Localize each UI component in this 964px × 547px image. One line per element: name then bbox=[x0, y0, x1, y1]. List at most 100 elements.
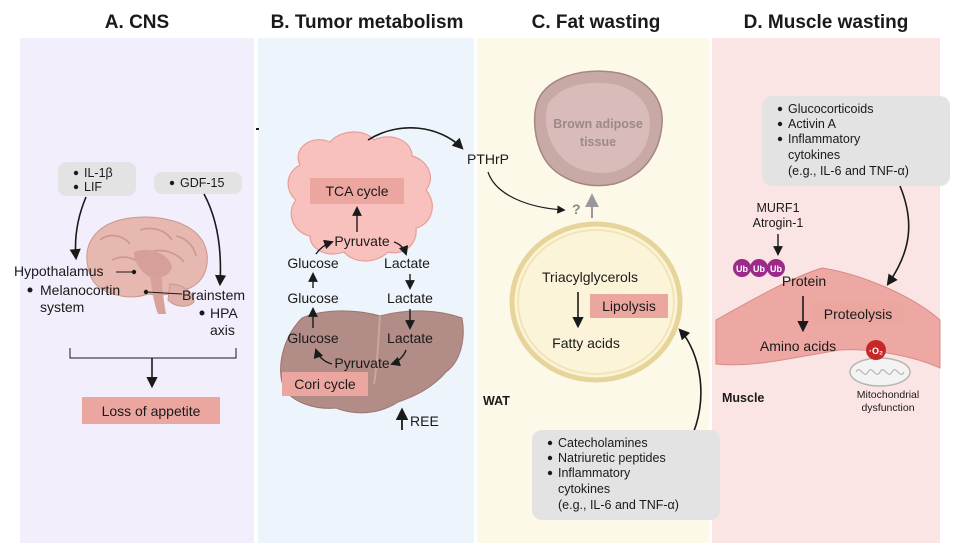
label-brown-adipose: Brown adipose bbox=[553, 117, 643, 131]
label-pyruvate-bottom: Pyruvate bbox=[334, 355, 389, 371]
label-murf1: MURF1 bbox=[756, 201, 799, 215]
loss-of-appetite-box bbox=[82, 397, 220, 424]
label-pyruvate-top: Pyruvate bbox=[334, 233, 389, 249]
bullet-dot bbox=[73, 184, 79, 190]
label-fatty-acids: Fatty acids bbox=[552, 335, 620, 351]
bullet-dot bbox=[27, 287, 33, 293]
fat-callout-natriuretic: Natriuretic peptides bbox=[558, 451, 666, 465]
tca-cycle-box bbox=[310, 178, 404, 204]
muscle-callout-activin: Activin A bbox=[788, 117, 837, 131]
fat-callout-cytokines: cytokines bbox=[558, 482, 610, 496]
mitochondrion-icon bbox=[849, 357, 911, 387]
label-muscle: Muscle bbox=[722, 391, 764, 405]
brown-adipose-inner bbox=[546, 82, 650, 173]
label-glucose-bottom: Glucose bbox=[287, 330, 339, 346]
muscle-callout-example: (e.g., IL-6 and TNF-α) bbox=[788, 164, 909, 178]
muscle-callout-glucocorticoids: Glucocorticoids bbox=[788, 102, 873, 116]
label-tca-cycle: TCA cycle bbox=[325, 183, 388, 199]
muscle-callout-box bbox=[762, 96, 950, 186]
lipolysis-box bbox=[590, 294, 668, 318]
proteolysis-box bbox=[812, 302, 904, 326]
bullet-dot bbox=[777, 136, 783, 142]
label-brainstem: Brainstem bbox=[182, 287, 245, 303]
label-glucose-mid: Glucose bbox=[287, 290, 339, 306]
bullet-dot bbox=[777, 121, 783, 127]
label-hpa: HPA bbox=[210, 305, 238, 321]
merge-bracket bbox=[69, 348, 237, 359]
arrow-cue-to-hypothalamus bbox=[69, 196, 87, 261]
label-hpa-axis: axis bbox=[210, 322, 235, 338]
label-triacylglycerols: Triacylglycerols bbox=[542, 269, 638, 285]
superoxide-icon bbox=[866, 340, 886, 360]
muscle-callout-cytokines: cytokines bbox=[788, 148, 840, 162]
bullet-dot bbox=[73, 170, 79, 176]
label-lipolysis: Lipolysis bbox=[602, 298, 656, 314]
ub-label: Ub bbox=[736, 264, 748, 274]
label-mito-1: Mitochondrial bbox=[857, 389, 919, 401]
fat-callout-inflammatory: Inflammatory bbox=[558, 466, 631, 480]
label-atrogin1: Atrogin-1 bbox=[753, 216, 804, 230]
label-wat: WAT bbox=[483, 394, 510, 408]
label-hypothalamus: Hypothalamus bbox=[14, 263, 104, 279]
label-amino-acids: Amino acids bbox=[760, 338, 836, 354]
tumor-panel bbox=[258, 38, 474, 543]
label-glucose-top: Glucose bbox=[287, 255, 339, 271]
ub-icon bbox=[733, 259, 751, 277]
label-mito-2: dysfunction bbox=[861, 402, 914, 414]
ubiquitin-chain: Ub Ub Ub bbox=[733, 259, 785, 277]
label-lactate-mid: Lactate bbox=[387, 290, 433, 306]
bullet-dot bbox=[169, 180, 175, 186]
fat-callout-catecholamines: Catecholamines bbox=[558, 436, 648, 450]
leader-dot bbox=[143, 289, 149, 295]
arrow-cue-to-brainstem bbox=[203, 193, 227, 287]
muscle-callout-inflammatory: Inflammatory bbox=[788, 132, 861, 146]
arrow-lactate-to-pyruvate bbox=[390, 349, 407, 367]
brain-icon bbox=[86, 216, 208, 314]
tumor-title: B. Tumor metabolism bbox=[271, 12, 464, 33]
fat-callout-example: (e.g., IL-6 and TNF-α) bbox=[558, 498, 679, 512]
label-question: ? bbox=[572, 201, 581, 217]
wat-adipocyte-inner-ring bbox=[517, 229, 675, 375]
arrow-signals-to-protein bbox=[886, 185, 910, 286]
label-melanocortin-system: system bbox=[40, 299, 84, 315]
arrow-glucose-to-pyruvate bbox=[315, 239, 334, 255]
bullet-dot bbox=[777, 106, 783, 112]
fat-title: C. Fat wasting bbox=[532, 12, 661, 33]
cori-cycle-box bbox=[282, 372, 368, 396]
fat-callout-box bbox=[532, 430, 720, 520]
bullet-dot bbox=[199, 310, 205, 316]
label-proteolysis: Proteolysis bbox=[824, 306, 892, 322]
label-ree: REE bbox=[410, 413, 439, 429]
label-lactate-top: Lactate bbox=[384, 255, 430, 271]
muscle-title: D. Muscle wasting bbox=[744, 12, 909, 33]
leader-brainstem bbox=[145, 291, 183, 295]
label-pthrp: PTHrP bbox=[467, 151, 509, 167]
liver-lobe-line bbox=[373, 315, 381, 385]
bullet-dot bbox=[547, 440, 553, 446]
cue-lif: LIF bbox=[84, 180, 102, 194]
label-brown-tissue: tissue bbox=[580, 135, 616, 149]
label-melanocortin: Melanocortin bbox=[40, 282, 120, 298]
cue-il1b: IL-1β bbox=[84, 166, 113, 180]
arrow-signals-to-wat bbox=[678, 328, 702, 441]
cns-title: A. CNS bbox=[105, 12, 169, 33]
label-loss-of-appetite: Loss of appetite bbox=[102, 403, 201, 419]
arrow-pyruvate-to-lactate bbox=[393, 241, 409, 256]
label-cori-cycle: Cori cycle bbox=[294, 376, 356, 392]
label-protein: Protein bbox=[782, 273, 826, 289]
arrow-tumor-to-pthrp bbox=[367, 127, 464, 150]
arrow-pthrp-to-brown bbox=[487, 171, 566, 214]
label-superoxide: ·O₂ bbox=[869, 346, 883, 356]
stray-mark bbox=[256, 128, 259, 130]
bullet-dot bbox=[547, 470, 553, 476]
bullet-dot bbox=[547, 455, 553, 461]
cue-gdf15: GDF-15 bbox=[180, 176, 225, 190]
label-lactate-bottom: Lactate bbox=[387, 330, 433, 346]
leader-dot bbox=[131, 269, 137, 275]
ub-label: Ub bbox=[770, 264, 782, 274]
arrow-pyruvate-to-glucose bbox=[313, 348, 333, 365]
ub-icon bbox=[750, 259, 768, 277]
ub-icon bbox=[767, 259, 785, 277]
